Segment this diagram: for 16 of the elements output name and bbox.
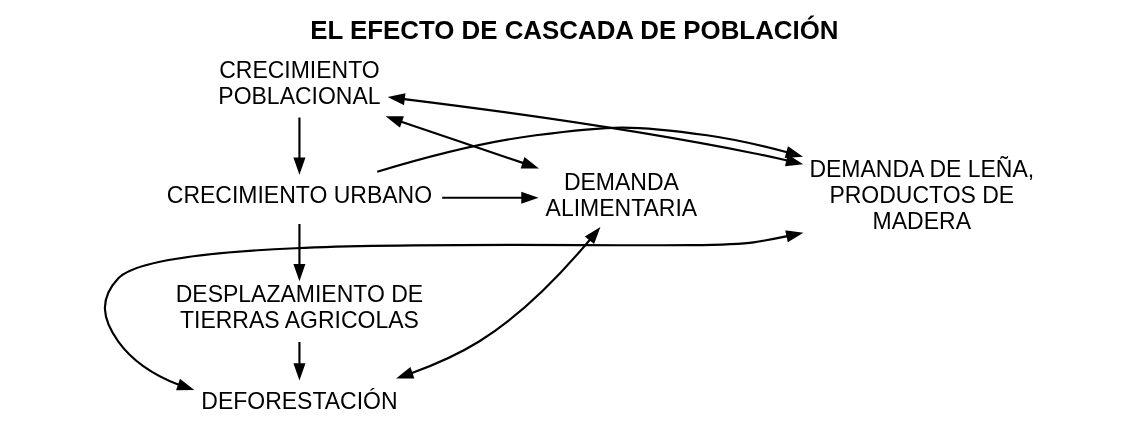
arrow bbox=[376, 126, 803, 173]
node-text: CRECIMIENTO POBLACIONAL bbox=[218, 57, 381, 110]
node-text: DEMANDA DE LEÑA, PRODUCTOS DE MADERA bbox=[809, 156, 1035, 235]
node-text: DEMANDA ALIMENTARIA bbox=[545, 169, 698, 222]
arrow bbox=[385, 116, 539, 169]
arrow bbox=[293, 117, 306, 175]
arrow bbox=[396, 226, 601, 379]
arrow bbox=[387, 93, 804, 167]
diagram-title: EL EFECTO DE CASCADA DE POBLACIÓN bbox=[310, 15, 839, 44]
node-text: DEFORESTACIÓN bbox=[201, 387, 398, 414]
node-text: CRECIMIENTO URBANO bbox=[166, 182, 433, 209]
arrow bbox=[103, 230, 804, 391]
arrow bbox=[293, 224, 306, 282]
arrow bbox=[293, 342, 306, 381]
node-text: DESPLAZAMIENTO DE TIERRAS AGRICOLAS bbox=[175, 281, 424, 334]
arrow bbox=[442, 191, 539, 204]
